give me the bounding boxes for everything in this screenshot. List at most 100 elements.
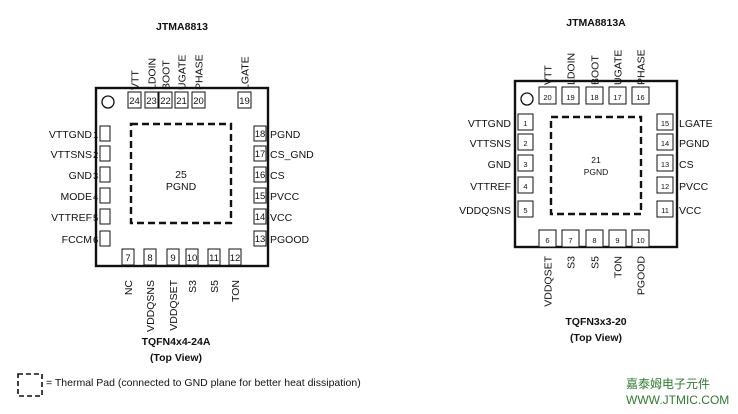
- pin-pad-top-phase: [191, 91, 206, 109]
- pin-name-vttsns: VTTSNS: [470, 138, 511, 150]
- pin-pad-left-fccm: [99, 230, 111, 247]
- pin-name-phase: PHASE: [636, 49, 648, 85]
- pin-name-ugate: UGATE: [613, 50, 625, 85]
- pin-name-boot: BOOT: [590, 55, 602, 85]
- pin-pad-top-ugate: [174, 91, 189, 109]
- pin-pad-bottom-s3: [185, 248, 199, 266]
- pin-name-vcc: VCC: [270, 212, 293, 224]
- pin-number-15: 15: [255, 191, 266, 202]
- pin-pad-left-gnd: [517, 154, 534, 172]
- watermark-line2: WWW.JTMIC.COM: [626, 393, 729, 407]
- pin-pad-bottom-vddqset: [538, 229, 557, 248]
- legend-text: = Thermal Pad (connected to GND plane fo…: [46, 377, 361, 389]
- pin-pad-left-vttsns: [99, 145, 111, 162]
- pin-pad-right-lgate: [656, 113, 674, 131]
- pin-pad-left-mode: [99, 187, 111, 204]
- pin-pad-top-ugate: [608, 86, 627, 105]
- package-title: JTMA8813A: [566, 17, 626, 29]
- pin-pad-left-vttref: [517, 176, 534, 194]
- pin-number-2: 2: [523, 139, 527, 148]
- pin-pad-top-boot: [585, 86, 604, 105]
- pin-name-vttgnd: VTTGND: [49, 129, 93, 141]
- pin-name-vttsns: VTTSNS: [51, 149, 92, 161]
- pin-number-8: 8: [592, 236, 596, 245]
- pin-name-fccm: FCCM: [62, 234, 92, 246]
- pin-pad-top-vtt: [538, 86, 557, 105]
- pin-name-vddqset: VDDQSET: [543, 255, 555, 306]
- pin-pad-top-ldoin: [561, 86, 580, 105]
- pin-name-ton: TON: [230, 280, 242, 302]
- package-title: JTMA8813: [156, 21, 208, 33]
- pin-number-6: 6: [93, 235, 98, 246]
- pin-number-3: 3: [93, 171, 98, 182]
- pin-pad-bottom-vddqsns: [143, 248, 157, 266]
- pin-name-gnd: GND: [69, 170, 93, 182]
- pin-number-3: 3: [523, 160, 527, 169]
- pin-number-21: 21: [176, 96, 187, 107]
- view-label: (Top View): [150, 352, 202, 364]
- pin-name-nc: NC: [123, 280, 135, 296]
- pin-name-mode: MODE: [61, 191, 93, 203]
- pin-name-cs: CS: [679, 159, 694, 171]
- pin-number-9: 9: [170, 253, 175, 264]
- pin-number-10: 10: [636, 236, 644, 245]
- pin-name-ldoin: LDOIN: [566, 53, 578, 85]
- pin-pad-bottom-s5: [207, 248, 221, 266]
- center-pin-number: 25: [175, 169, 187, 181]
- pin-pad-bottom-pgood: [631, 229, 650, 248]
- pin-pad-bottom-ton: [608, 229, 627, 248]
- pin-pad-top-lgate: [237, 91, 252, 109]
- pin-pad-bottom-vddqset: [166, 248, 180, 266]
- pin1-marker-icon: [520, 92, 534, 106]
- pin-number-8: 8: [147, 253, 152, 264]
- pin-number-11: 11: [661, 206, 669, 215]
- pin-number-17: 17: [255, 149, 266, 160]
- pin-pad-right-cs: [253, 166, 267, 183]
- pin-pad-left-gnd: [99, 166, 111, 183]
- pin-number-4: 4: [93, 192, 98, 203]
- center-pin-number: 21: [591, 155, 601, 165]
- pin-pad-top-ldoin: [144, 91, 159, 109]
- pin-number-13: 13: [255, 234, 266, 245]
- pin-name-ugate: UGATE: [177, 55, 189, 90]
- package-body: [513, 79, 679, 249]
- pin-number-12: 12: [230, 253, 241, 264]
- pin-pad-top-boot: [158, 91, 173, 109]
- pin-name-cs-gnd: CS_GND: [270, 149, 314, 161]
- pin-name-vcc: VCC: [679, 205, 702, 217]
- pin-name-pgood: PGOOD: [636, 256, 648, 296]
- pin-name-pgood: PGOOD: [270, 234, 310, 246]
- thermal-pad-legend-symbol: [17, 373, 43, 397]
- pin-pad-left-vttgnd: [517, 113, 534, 131]
- package-jtma8813a: JTMA8813A21PGND20VTT19LDOIN18BOOT17UGATE…: [459, 17, 713, 344]
- pin-name-s5: S5: [209, 280, 221, 293]
- pin-pad-right-vcc: [253, 208, 267, 225]
- pin-pad-right-cs-gnd: [253, 145, 267, 162]
- pin-name-boot: BOOT: [161, 60, 173, 90]
- pin-name-pgnd: PGND: [679, 138, 710, 150]
- pin-number-23: 23: [146, 96, 157, 107]
- pin-name-gnd: GND: [488, 159, 512, 171]
- pin-number-18: 18: [255, 129, 266, 140]
- pin-number-7: 7: [568, 236, 572, 245]
- pin-number-17: 17: [613, 93, 621, 102]
- pin-name-lgate: LGATE: [240, 56, 252, 90]
- pin-pad-top-vtt: [127, 91, 142, 109]
- pin-pad-bottom-nc: [121, 248, 135, 266]
- pin-name-vtt: VTT: [543, 65, 555, 85]
- pin-name-lgate: LGATE: [679, 118, 713, 130]
- pin-pad-right-pgnd: [253, 125, 267, 142]
- pin-pad-left-vddqsns: [517, 200, 534, 218]
- pin-number-20: 20: [193, 96, 204, 107]
- pin-name-vtt: VTT: [130, 70, 142, 90]
- package-jtma8813: JTMA881325PGND24VTT23LDOIN22BOOT21UGATE2…: [49, 21, 314, 364]
- thermal-pad: [549, 115, 643, 216]
- pin-number-9: 9: [615, 236, 619, 245]
- pin-name-vttref: VTTREF: [470, 181, 511, 193]
- pin-number-16: 16: [255, 170, 266, 181]
- pin-pad-right-pgood: [253, 230, 267, 247]
- view-label: (Top View): [570, 332, 622, 344]
- pin-number-10: 10: [187, 253, 198, 264]
- watermark-line1: 嘉泰姆电子元件: [626, 377, 710, 391]
